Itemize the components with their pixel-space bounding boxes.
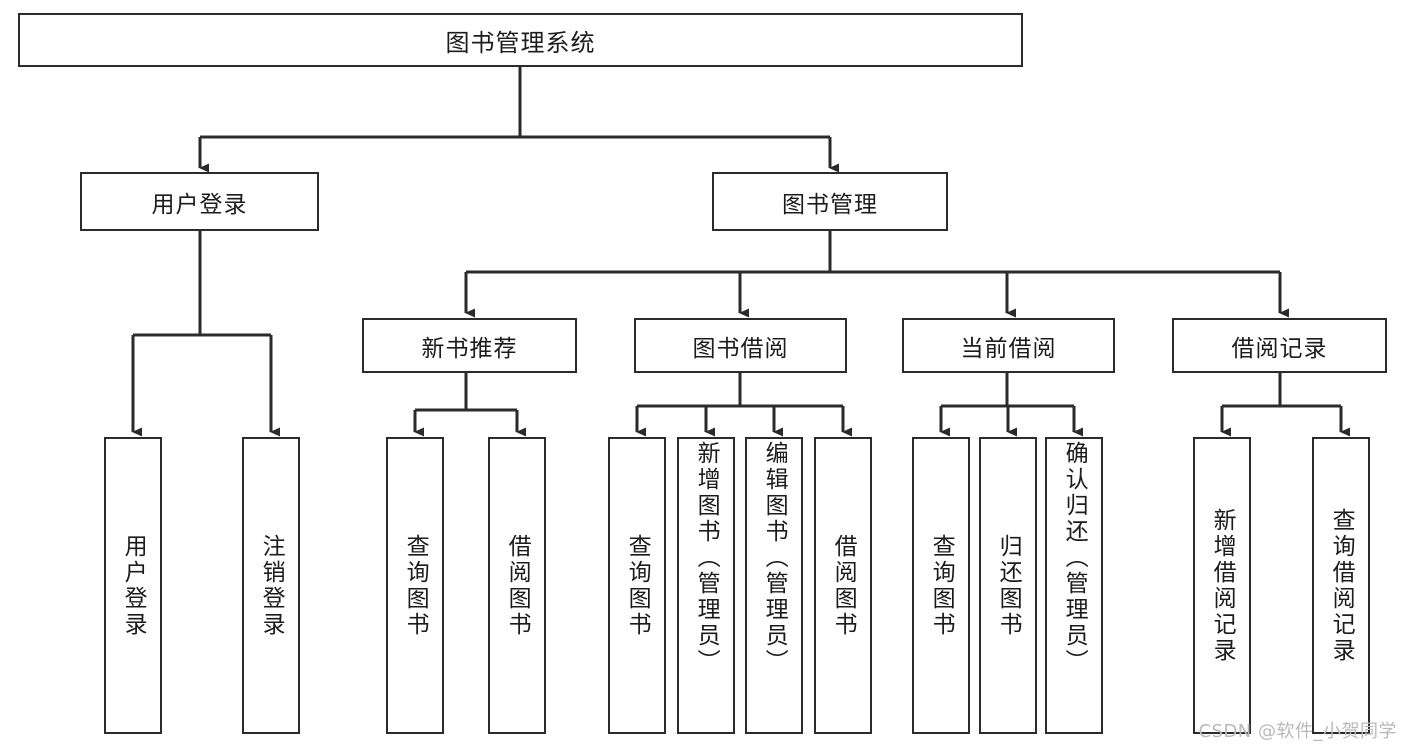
leaf-add-record[interactable]: 新增借阅记录 xyxy=(1193,437,1251,734)
node-book-manage[interactable]: 图书管理 xyxy=(712,172,948,231)
leaf-query-book-2[interactable]: 查询图书 xyxy=(608,437,666,734)
leaf-query-book-2-label: 查询图书 xyxy=(624,533,651,638)
leaf-query-book-3[interactable]: 查询图书 xyxy=(912,437,970,734)
node-book-borrow[interactable]: 图书借阅 xyxy=(634,318,847,373)
leaf-query-book-1[interactable]: 查询图书 xyxy=(386,437,444,734)
leaf-confirm-return-wrap: 确认归还（管理员） xyxy=(1047,439,1101,734)
leaf-edit-book-label: 编辑图书（管理员） xyxy=(761,441,788,675)
leaf-query-book-3-wrap: 查询图书 xyxy=(914,439,968,732)
leaf-add-book-wrap: 新增图书（管理员） xyxy=(679,439,733,734)
leaf-add-record-label: 新增借阅记录 xyxy=(1209,507,1236,664)
leaf-query-book-1-label: 查询图书 xyxy=(402,533,429,638)
leaf-query-book-2-wrap: 查询图书 xyxy=(610,439,664,732)
node-current-borrow[interactable]: 当前借阅 xyxy=(902,318,1115,373)
leaf-confirm-return[interactable]: 确认归还（管理员） xyxy=(1045,437,1103,734)
node-new-book-recommend[interactable]: 新书推荐 xyxy=(362,318,577,373)
leaf-return-book-wrap: 归还图书 xyxy=(981,439,1035,732)
leaf-edit-book[interactable]: 编辑图书（管理员） xyxy=(745,437,803,734)
leaf-borrow-book-1[interactable]: 借阅图书 xyxy=(488,437,546,734)
leaf-user-login-wrap: 用户登录 xyxy=(106,439,160,732)
leaf-user-logout-wrap: 注销登录 xyxy=(244,439,298,732)
node-user-login[interactable]: 用户登录 xyxy=(80,172,319,231)
leaf-confirm-return-label: 确认归还（管理员） xyxy=(1061,441,1088,675)
leaf-user-logout-label: 注销登录 xyxy=(258,533,285,638)
leaf-return-book-label: 归还图书 xyxy=(995,533,1022,638)
leaf-query-record-wrap: 查询借阅记录 xyxy=(1314,439,1368,732)
leaf-edit-book-wrap: 编辑图书（管理员） xyxy=(747,439,801,734)
leaf-add-book-label: 新增图书（管理员） xyxy=(693,441,720,675)
node-root[interactable]: 图书管理系统 xyxy=(18,13,1023,67)
node-current-borrow-label: 当前借阅 xyxy=(960,335,1057,362)
leaf-borrow-book-2[interactable]: 借阅图书 xyxy=(814,437,872,734)
leaf-user-login-label: 用户登录 xyxy=(120,533,147,638)
node-root-label: 图书管理系统 xyxy=(445,28,596,57)
leaf-query-record-label: 查询借阅记录 xyxy=(1328,507,1355,664)
leaf-add-record-wrap: 新增借阅记录 xyxy=(1195,439,1249,732)
leaf-borrow-book-1-wrap: 借阅图书 xyxy=(490,439,544,732)
node-new-book-recommend-label: 新书推荐 xyxy=(421,335,518,362)
leaf-query-book-3-label: 查询图书 xyxy=(928,533,955,638)
leaf-query-record[interactable]: 查询借阅记录 xyxy=(1312,437,1370,734)
leaf-query-book-1-wrap: 查询图书 xyxy=(388,439,442,732)
node-borrow-record-label: 借阅记录 xyxy=(1231,335,1328,362)
leaf-add-book[interactable]: 新增图书（管理员） xyxy=(677,437,735,734)
leaf-borrow-book-1-label: 借阅图书 xyxy=(504,533,531,638)
node-user-login-label: 用户登录 xyxy=(151,191,248,218)
leaf-borrow-book-2-wrap: 借阅图书 xyxy=(816,439,870,732)
leaf-user-logout[interactable]: 注销登录 xyxy=(242,437,300,734)
leaf-user-login[interactable]: 用户登录 xyxy=(104,437,162,734)
node-book-manage-label: 图书管理 xyxy=(782,191,878,218)
node-book-borrow-label: 图书借阅 xyxy=(692,335,789,362)
leaf-borrow-book-2-label: 借阅图书 xyxy=(830,533,857,638)
csdn-watermark: CSDN @软件_小贺同学 xyxy=(1198,721,1397,742)
leaf-return-book[interactable]: 归还图书 xyxy=(979,437,1037,734)
node-borrow-record[interactable]: 借阅记录 xyxy=(1172,318,1387,373)
